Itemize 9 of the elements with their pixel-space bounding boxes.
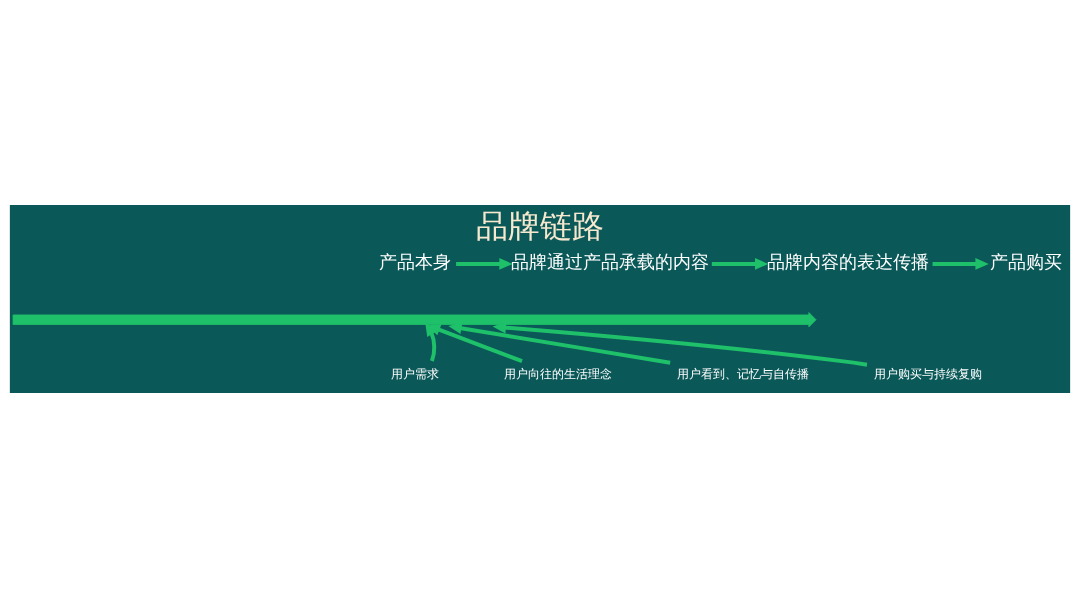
node-text: 用户购买与持续复购 — [873, 366, 982, 381]
node-text: 产品本身 — [378, 251, 451, 272]
node-text: 品牌内容的表达传播 — [766, 251, 929, 272]
diagram-title: 品牌链路 — [476, 206, 604, 245]
node-text: 品牌通过产品承载的内容 — [510, 251, 709, 272]
node-text: 产品购买 — [989, 251, 1062, 272]
node-text: 用户向往的生活理念 — [503, 366, 612, 381]
node-text: 用户需求 — [390, 366, 439, 381]
node-text: 用户看到、记忆与自传播 — [676, 366, 809, 381]
